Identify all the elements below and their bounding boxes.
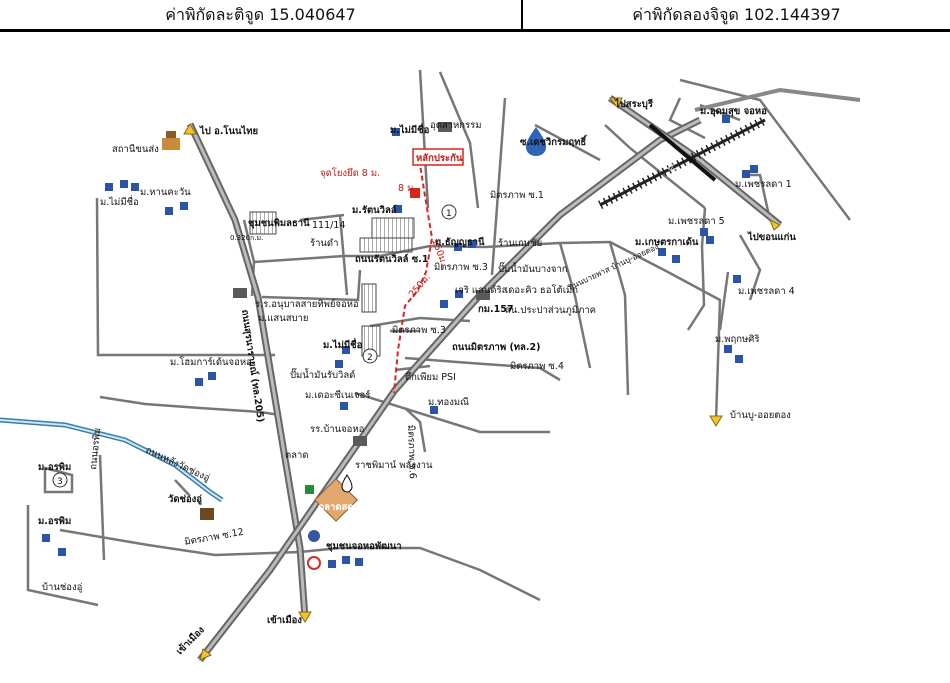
label-pai-saraburi: ไปสระบุรี [614, 98, 654, 110]
lak-prakan-box [412, 148, 464, 166]
label-thanon-ban-nongtong: ถนนบายพาส บ้านบุ-ออยตอง [567, 242, 660, 292]
label-mb-orapim-top: ม.อรพิม [38, 462, 71, 473]
arrow-down-icon-2 [709, 415, 723, 427]
fuel-station-icon-2 [341, 474, 353, 493]
bank-icon [308, 530, 320, 542]
label-mb-maimichue-top: ม.ไม่มีชื่อ [390, 122, 430, 136]
coordinates-header: ค่าพิกัดละติจูด 15.040647 ค่าพิกัดลองจิจ… [0, 0, 950, 32]
label-mb-maimichue-left: ม.ไม่มีชื่อ [100, 195, 139, 208]
marker-1 [441, 204, 457, 220]
label-sopo: สน.ประปาส่วนภูมิภาค [505, 305, 596, 316]
label-dist-8m: 8 ม. [398, 183, 416, 194]
building-blocks [249, 211, 415, 357]
label-mittraphap-6: มิตรภาพ ซ.6 [405, 425, 418, 479]
label-mittraphap-3: มิตรภาพ ซ.3 [434, 262, 488, 273]
label-mb-ratanawill: ม.รัตนวิลล์ [352, 204, 397, 216]
marker-2 [362, 348, 378, 364]
direction-arrows [183, 97, 781, 661]
label-chumchon-jorho: ชุมชนจอหอพัฒนา [326, 541, 402, 552]
marker-3 [52, 472, 68, 488]
label-mb-pruksa: ม.พฤกษศิริ [715, 334, 759, 345]
temple-icon [162, 131, 214, 520]
label-jerry-lands: เจริ แลนด์ริส [455, 284, 508, 296]
label-thanon-mittraphap: ถนนมิตรภาพ (ทล.2) [452, 342, 540, 353]
fuel-station-icon [526, 127, 546, 156]
label-wat-chongu: วัดช่องอู่ [168, 494, 202, 506]
label-mb-petchrada5: ม.เพชรลดา 5 [668, 216, 725, 227]
label-pam-namman: ปั๊มน้ำมันบางจาก [498, 261, 568, 275]
route-to-site [393, 148, 464, 394]
canal [0, 417, 224, 503]
label-rr-anuban: ร.ร.อนุบาลสายทิพย์จอหอ [255, 298, 359, 310]
label-lak-prakan: หลักประกัน [416, 152, 463, 164]
label-pai-khonkaen: ไปขอนแก่น [747, 231, 796, 243]
site-marker [410, 188, 420, 198]
arrow-se-icon [769, 218, 781, 231]
label-rr-ban-jorho: รร.บ้านจอหอ [310, 424, 364, 435]
label-mb-petchrada1: ม.เพชรลดา 1 [735, 179, 792, 190]
house-icons [42, 115, 758, 568]
label-ban-chongu: บ้านช่องอู่ [42, 582, 82, 593]
label-mittraphap-12: มิตรภาพ ซ.12 [184, 527, 245, 548]
header-divider [521, 0, 523, 30]
arrow-nw-icon [608, 97, 623, 109]
label-mb-harnkhawan: ม.หานคะวัน [140, 187, 191, 198]
longitude-label: ค่าพิกัดลองจิจูด 102.144397 [632, 5, 841, 24]
label-ban-bu: บ้านบู-ออยตอง [730, 410, 791, 421]
label-kha-lahua: ตลาด [285, 450, 309, 461]
label-mb-kaset: ม.เกษตรกาเด้น [635, 236, 699, 248]
numbered-markers [52, 204, 457, 488]
label-mb-greenery: ม.เดอะซีเนเจอร์ [305, 389, 370, 401]
label-khao-mueang-mid: เข้าเมือง [267, 614, 302, 626]
label-thanon-ratanawill: ถนนรัตนวิลล์ ซ.1 [355, 253, 428, 265]
arrow-up-icon [183, 123, 197, 135]
label-num-1: 1 [446, 209, 452, 219]
label-jud-yuet: จุดโยงยึด 8 ม. [320, 167, 380, 179]
label-mb-thanyathani: ม.ธัญญธานี [435, 236, 485, 248]
label-ban-dam: ร้านดำ [310, 238, 338, 249]
label-mb-petchrada4: ม.เพชรลดา 4 [738, 286, 795, 297]
label-km157: กม.157 [478, 304, 513, 315]
label-autsahakam: อุตสาหกรรม [430, 120, 482, 131]
label-ch-dechwikrom: ซ.เดชวิกรมฤทธิ์ [520, 134, 588, 148]
arrow-sw-icon [199, 648, 212, 661]
latitude-label: ค่าพิกัดละติจูด 15.040647 [165, 5, 356, 24]
label-pam-rabi: ปั๊มน้ำมันรับวิลด์ [290, 367, 355, 381]
building-icon [233, 122, 490, 446]
label-dist-0320: 0.320ก.ม. [230, 234, 263, 242]
label-road-111-14: 111/14 [312, 220, 345, 231]
label-mb-saensabai: ม.แสนสบาย [258, 313, 308, 324]
label-mb-orapim: ม.อรพิม [38, 516, 71, 527]
label-bus-station: สถานีขนส่ง [112, 143, 159, 155]
label-talat-sompun: ตลาดสดสมบูรณ์ [318, 501, 386, 514]
label-dist-250m: 250ม. [407, 272, 433, 300]
label-num-2: 2 [367, 353, 373, 363]
label-tuek-psi: ตึกเพียม PSI [405, 371, 456, 383]
label-tharadi: เดอะคิว ธอโต้เม็ก [505, 283, 578, 296]
label-mittraphap-3b: มิตรภาพ ซ.3 [392, 325, 446, 336]
label-mittraphap-4: มิตรภาพ ซ.4 [510, 361, 564, 372]
label-ran-kaset: ร้านเกษชัย [498, 238, 542, 249]
label-num-3: 3 [57, 477, 63, 487]
label-mb-maimichue-mid: ม.ไม่มีชื่อ [323, 337, 363, 351]
secondary-roads [26, 69, 851, 607]
label-mittraphap-1: มิตรภาพ ซ.1 [490, 190, 544, 201]
label-mb-homekarden: ม.โฮมการ์เด้นจอหอ [170, 356, 252, 368]
label-thanon-lang-wat: ถนนหลังวัดช่องอู่ [144, 445, 212, 484]
label-thanon-orapim: ถนนอรพิม [88, 427, 103, 470]
seven-eleven-icon [305, 485, 314, 494]
label-mb-thongmani: ม.ทองมณี [428, 396, 469, 408]
no-entry-icon [307, 556, 321, 570]
label-pai-non-thai: ไป อ.โนนไทย [199, 125, 258, 137]
label-chumchon: ชุมชนพิมลธานี [248, 217, 310, 229]
arrow-down-icon [298, 611, 312, 623]
label-ratchamukha: ราชพิมาน์ พลังงาน [355, 459, 433, 471]
location-map: ไป อ.โนนไทย สถานีขนส่ง ม.หานคะวัน ม.ไม่ม… [0, 69, 861, 663]
railway [597, 115, 768, 210]
label-mb-udomsuk: ม.อุดมสุข จอหอ [700, 106, 767, 117]
